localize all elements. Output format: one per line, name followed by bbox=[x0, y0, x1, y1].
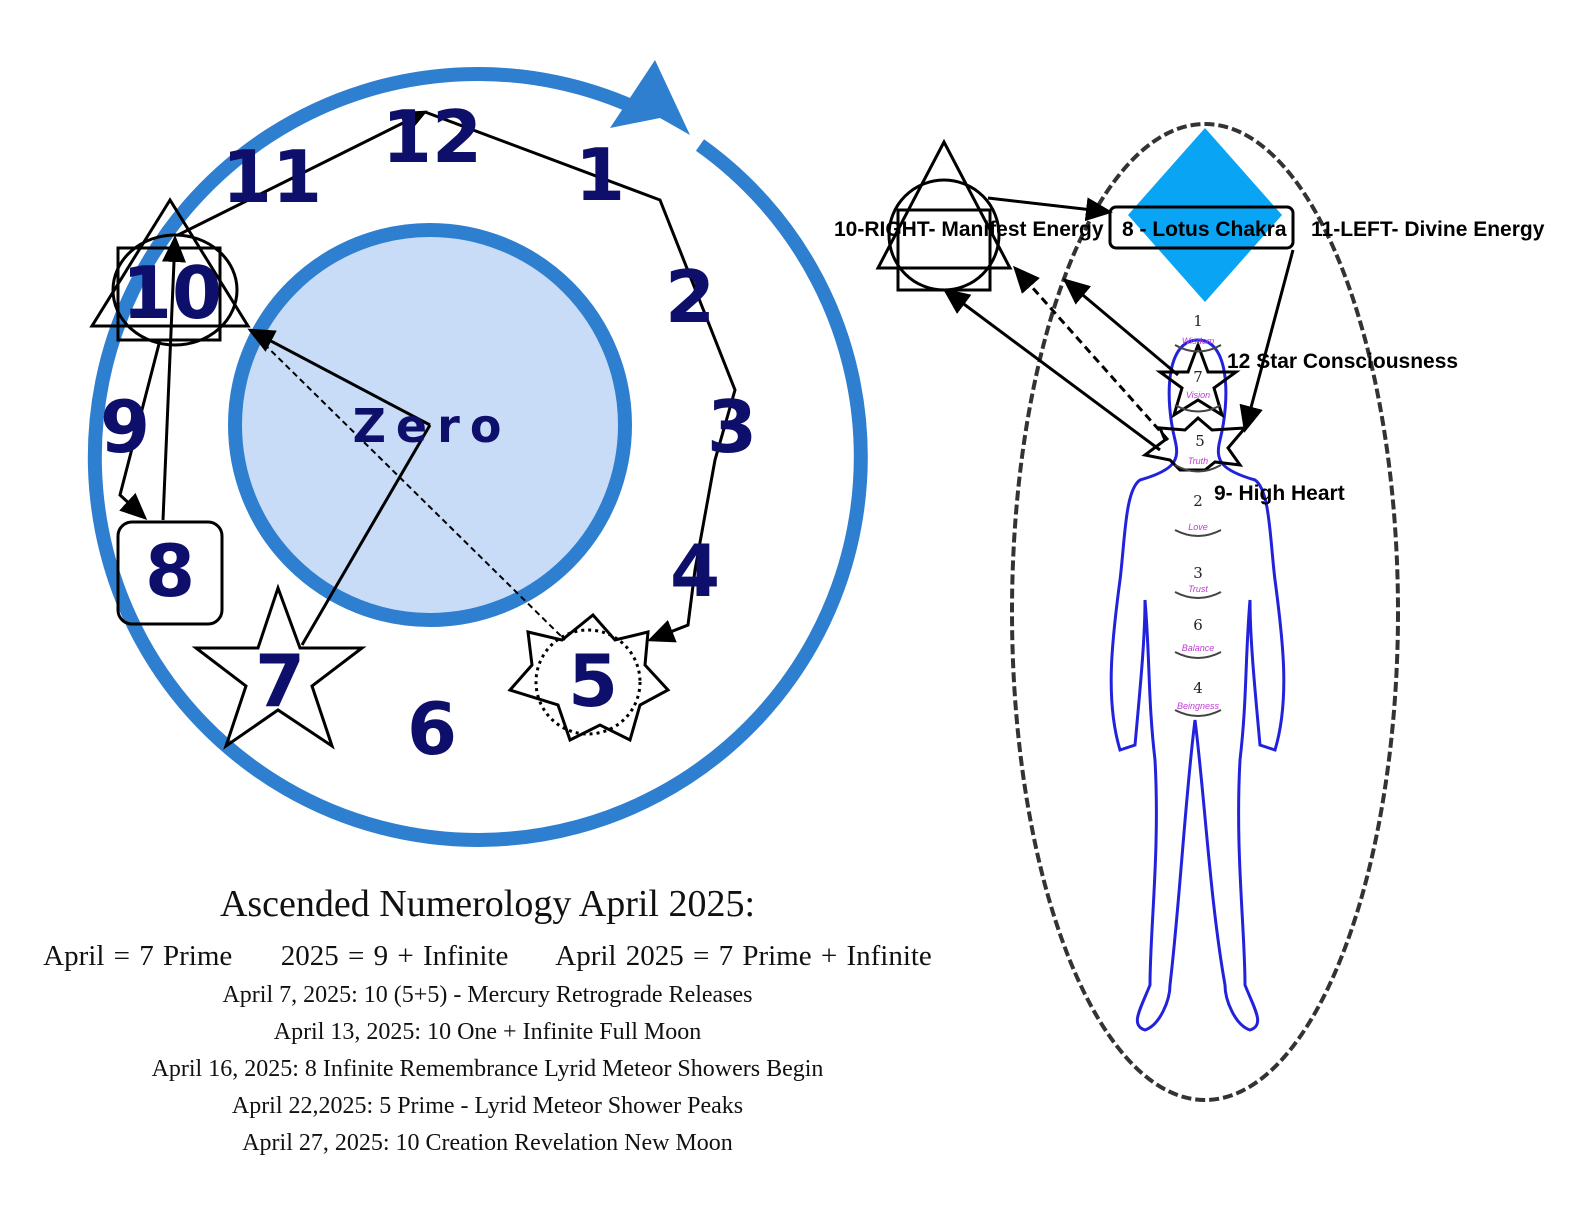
label-left-divine: 11-LEFT- Divine Energy bbox=[1311, 218, 1545, 241]
caption-line: April 22,2025: 5 Prime - Lyrid Meteor Sh… bbox=[231, 1093, 744, 1119]
chakra-word: Vision bbox=[1186, 390, 1210, 400]
clock-number-9: 9 bbox=[100, 385, 150, 469]
chakra-word: Truth bbox=[1188, 456, 1208, 466]
clock-number-5: 5 bbox=[568, 639, 618, 723]
path-zero-7 bbox=[300, 424, 432, 646]
clock-number-8: 8 bbox=[145, 529, 195, 613]
clock-number-3: 3 bbox=[707, 385, 757, 469]
caption-summary: April = 7 Prime 2025 = 9 + Infinite Apri… bbox=[0, 940, 975, 973]
caption-line: April 27, 2025: 10 Creation Revelation N… bbox=[242, 1130, 733, 1156]
chakra-word: Balance bbox=[1182, 643, 1215, 653]
body-outline bbox=[1109, 338, 1286, 1032]
chakra-word: Beingness bbox=[1177, 701, 1220, 711]
chakra-number: 5 bbox=[1195, 432, 1205, 450]
star-5 bbox=[507, 612, 671, 743]
chakra-number: 4 bbox=[1193, 679, 1203, 697]
body-diagram: 1 Wisdom 7 Vision 5 Truth 2 Love 3 Trust… bbox=[834, 122, 1545, 1102]
label-right-manifest: 10-RIGHT- Manifest Energy bbox=[834, 218, 1104, 241]
box-8 bbox=[116, 520, 224, 626]
caption-title: Ascended Numerology April 2025: bbox=[219, 883, 756, 925]
clock-number-7: 7 bbox=[255, 639, 305, 723]
caption-line: April 16, 2025: 8 Infinite Remembrance L… bbox=[151, 1056, 824, 1082]
clock-number-1: 1 bbox=[575, 133, 625, 217]
lotus-box bbox=[1108, 205, 1295, 250]
chakra-word: Wisdom bbox=[1182, 336, 1215, 346]
label-high-heart: 9- High Heart bbox=[1214, 482, 1345, 505]
chakra-word: Trust bbox=[1188, 584, 1208, 594]
path-10-5-dashed bbox=[249, 329, 566, 641]
chakra-word: Love bbox=[1188, 522, 1208, 532]
caption-line: April 13, 2025: 10 One + Infinite Full M… bbox=[273, 1019, 702, 1045]
clock: 12 1 2 3 4 5 6 7 8 9 10 11 Zero bbox=[87, 60, 868, 847]
summary-april-2025: April 2025 = 7 Prime + Infinite bbox=[555, 940, 932, 972]
label-star-consciousness: 12 Star Consciousness bbox=[1227, 350, 1458, 373]
chakra-arcs bbox=[1174, 344, 1222, 717]
chakra-number: 3 bbox=[1193, 564, 1203, 582]
clock-number-12: 12 bbox=[382, 95, 482, 179]
outer-ring bbox=[87, 66, 868, 847]
star-12 bbox=[1155, 340, 1241, 419]
summary-april: April = 7 Prime bbox=[43, 940, 233, 972]
chakra-number: 2 bbox=[1193, 492, 1203, 510]
chakra-number: 7 bbox=[1193, 368, 1203, 386]
clock-number-4: 4 bbox=[670, 529, 720, 613]
ring-arrowhead bbox=[610, 60, 690, 135]
path-zero-10 bbox=[247, 328, 431, 427]
clock-number-6: 6 bbox=[407, 687, 457, 771]
dotted-circle-5 bbox=[534, 628, 642, 736]
chakra-number: 6 bbox=[1193, 616, 1203, 634]
triangle-10-right bbox=[875, 138, 1013, 270]
zero-label: Zero bbox=[353, 399, 512, 453]
clock-number-2: 2 bbox=[665, 255, 715, 339]
chakra-number: 1 bbox=[1193, 312, 1203, 330]
path-8-10 bbox=[161, 235, 186, 521]
path-10-9-8 bbox=[118, 339, 162, 521]
path-10-12 bbox=[177, 110, 428, 237]
label-lotus-chakra: 8 - Lotus Chakra bbox=[1122, 218, 1287, 241]
clock-number-11: 11 bbox=[222, 135, 322, 219]
aura-ellipse bbox=[1010, 122, 1400, 1102]
summary-2025: 2025 = 9 + Infinite bbox=[280, 940, 509, 972]
caption-line: April 7, 2025: 10 (5+5) - Mercury Retrog… bbox=[222, 982, 753, 1008]
circle-10 bbox=[111, 233, 239, 347]
clock-number-10: 10 bbox=[122, 251, 222, 335]
path-12-5 bbox=[424, 110, 737, 643]
lotus-diamond bbox=[1128, 128, 1282, 302]
star-7 bbox=[191, 583, 367, 750]
